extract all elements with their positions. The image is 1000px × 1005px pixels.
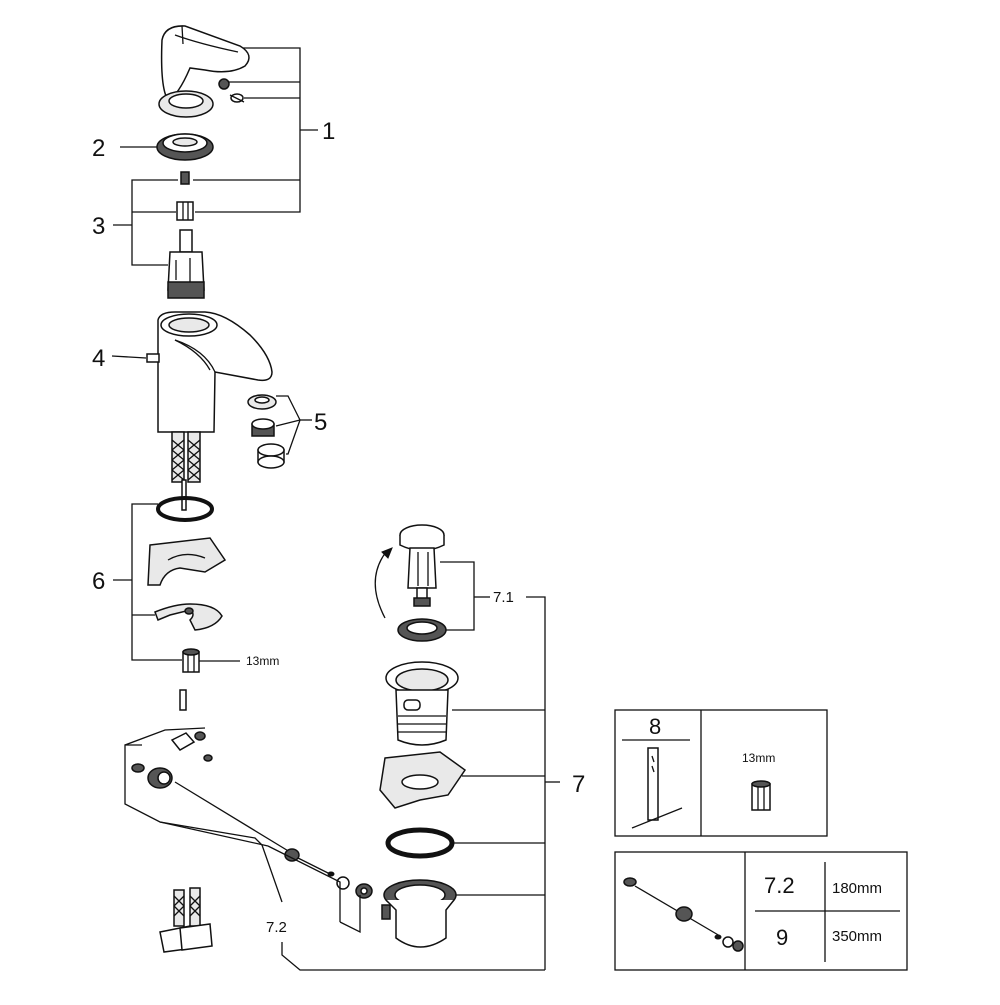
rod-code-1: 7.2	[764, 873, 795, 898]
o-ring-large	[156, 496, 214, 522]
nut-13mm-icon	[751, 780, 771, 811]
plug-seal	[397, 618, 447, 642]
label-4: 4	[92, 345, 105, 372]
cartridge	[167, 229, 205, 299]
tool-box: 8 13mm	[614, 709, 828, 837]
callout-6-lines	[113, 503, 240, 662]
adapter-nut	[176, 201, 194, 221]
gasket-shape	[147, 537, 227, 586]
rod-code-2: 9	[776, 925, 788, 950]
label-3: 3	[92, 213, 105, 240]
callout-7-lines	[452, 709, 560, 896]
label-1: 1	[322, 118, 335, 145]
label-7: 7	[572, 771, 585, 798]
pop-up-linkage	[131, 689, 373, 899]
rod-length-1: 180mm	[832, 880, 882, 897]
rotate-arrow	[374, 551, 387, 619]
supply-hoses	[159, 887, 213, 953]
callout-7-1-lines	[440, 561, 546, 970]
rotate-arrow-head	[381, 547, 393, 559]
waste-body	[385, 661, 459, 746]
label-7-2: 7.2	[266, 919, 287, 936]
key-tool-icon	[631, 747, 683, 829]
cap-part-2	[156, 133, 214, 161]
fixing-nut	[182, 648, 200, 673]
tool-box-label: 8	[649, 714, 661, 739]
label-7-1: 7.1	[493, 589, 514, 606]
label-6: 6	[92, 568, 105, 595]
aerator-parts	[247, 394, 285, 469]
rod-icon	[623, 877, 744, 952]
set-screw	[180, 171, 190, 185]
callout-7-2-lines	[124, 727, 545, 971]
lever-handle	[160, 25, 250, 101]
pop-up-plug	[399, 524, 445, 607]
faucet-body	[146, 311, 273, 511]
callout-1-lines	[193, 47, 318, 213]
rod-length-2: 350mm	[832, 928, 882, 945]
waste-nut	[381, 879, 457, 948]
screw-plug-small	[218, 78, 245, 103]
label-5: 5	[314, 409, 327, 436]
nut-size-label: 13mm	[246, 654, 279, 668]
waste-gasket	[379, 751, 467, 809]
rod-length-box: 7.2 180mm 9 350mm	[614, 851, 908, 971]
waste-o-ring	[385, 827, 455, 859]
cover-ring	[158, 90, 214, 118]
horseshoe-washer	[154, 603, 223, 631]
callout-3-lines	[113, 179, 178, 266]
callout-4-line	[111, 355, 147, 359]
tool-box-size: 13mm	[742, 751, 775, 765]
callout-5-lines	[275, 395, 312, 455]
label-2: 2	[92, 135, 105, 162]
